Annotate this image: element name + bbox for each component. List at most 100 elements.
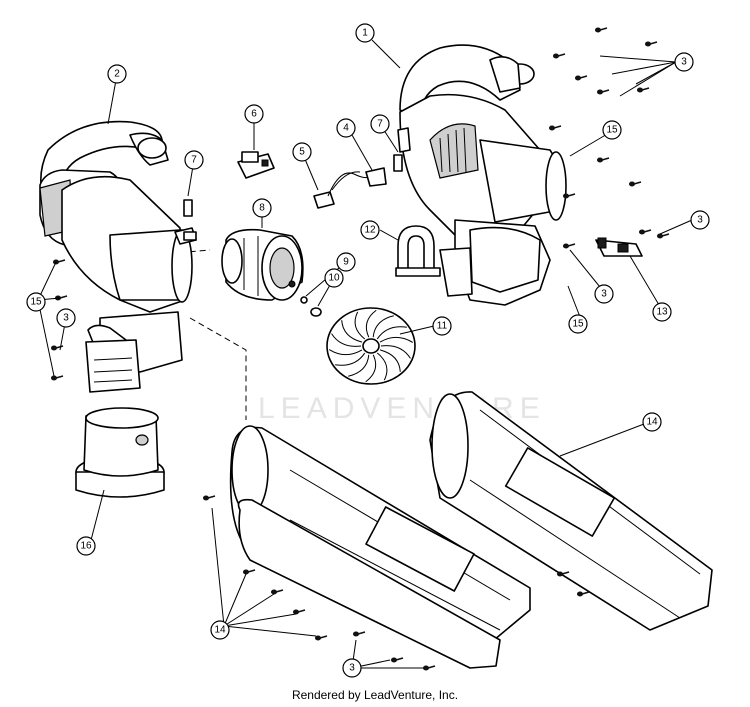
svg-text:3: 3 xyxy=(681,57,687,68)
screw-icon xyxy=(423,665,436,671)
callout-3: 3 xyxy=(690,210,710,230)
callout-3: 3 xyxy=(56,308,76,328)
screw-icon xyxy=(243,569,256,575)
svg-text:15: 15 xyxy=(572,319,584,330)
screw-icon xyxy=(597,89,610,95)
svg-text:9: 9 xyxy=(343,257,349,268)
svg-text:11: 11 xyxy=(437,321,448,332)
screw-icon xyxy=(553,53,566,59)
screw-icon xyxy=(563,193,576,199)
svg-text:2: 2 xyxy=(114,69,120,80)
callout-7: 7 xyxy=(184,150,204,170)
svg-text:1: 1 xyxy=(362,28,368,39)
screw-icon xyxy=(657,233,670,239)
credit-line: Rendered by LeadVenture, Inc. xyxy=(291,688,459,702)
callout-4-or-other: 4 xyxy=(336,118,356,138)
part-6-switch xyxy=(237,151,275,179)
screw-icon xyxy=(315,635,328,641)
callout-8: 8 xyxy=(252,198,272,218)
svg-text:12: 12 xyxy=(364,225,376,236)
screw-icon xyxy=(575,75,588,81)
fan-blade xyxy=(341,320,363,343)
part-2-left-housing xyxy=(39,120,197,393)
screw-icon xyxy=(563,243,576,249)
fan-blade xyxy=(379,336,414,343)
callout-1: 1 xyxy=(355,23,375,43)
part-14-lower-tube xyxy=(229,425,531,669)
svg-text:14: 14 xyxy=(646,417,658,428)
svg-text:4: 4 xyxy=(343,123,349,134)
fan-blade xyxy=(376,326,407,340)
callout-3: 3 xyxy=(594,284,614,304)
callout-6: 6 xyxy=(244,104,264,124)
svg-text:3: 3 xyxy=(697,215,703,226)
fan-blade xyxy=(379,349,401,372)
svg-text:13: 13 xyxy=(656,307,668,318)
part-12-u-bracket xyxy=(395,225,441,277)
callout-5: 5 xyxy=(292,142,312,162)
part-11-impeller-fan xyxy=(326,307,416,385)
part-13-switch-assembly xyxy=(595,237,643,257)
callout-13: 13 xyxy=(652,302,672,322)
svg-text:6: 6 xyxy=(251,109,257,120)
part-7-spacer-right xyxy=(393,154,403,172)
callout-14: 14 xyxy=(642,412,662,432)
part-8-motor xyxy=(221,228,304,301)
callout-16: 16 xyxy=(76,536,96,556)
fan-blade xyxy=(372,315,394,338)
callout-15: 15 xyxy=(568,314,588,334)
screws xyxy=(51,27,670,671)
screw-icon xyxy=(271,589,284,595)
svg-text:3: 3 xyxy=(63,313,69,324)
screw-icon xyxy=(549,125,562,131)
svg-text:3: 3 xyxy=(349,663,355,674)
screw-icon xyxy=(51,345,64,351)
screw-icon xyxy=(629,181,642,187)
fan-blade xyxy=(365,309,377,338)
fan-blade xyxy=(331,333,362,347)
fan-blade xyxy=(328,349,363,356)
part-10-nut xyxy=(310,307,322,317)
screw-icon xyxy=(557,571,570,577)
svg-text:8: 8 xyxy=(259,203,265,214)
svg-text:3: 3 xyxy=(601,289,607,300)
callout-12: 12 xyxy=(360,220,380,240)
screw-icon xyxy=(293,609,306,615)
svg-text:7: 7 xyxy=(191,155,197,166)
callout-3: 3 xyxy=(674,52,694,72)
part-7-spacer-left xyxy=(183,199,193,217)
callout-10: 10 xyxy=(324,268,344,288)
callout-11: 11 xyxy=(432,316,452,336)
callout-2: 2 xyxy=(107,64,127,84)
screw-icon xyxy=(51,375,64,381)
callout-15: 15 xyxy=(26,292,46,312)
svg-text:7: 7 xyxy=(377,119,383,130)
screw-icon xyxy=(391,657,404,663)
screw-icon xyxy=(595,27,608,33)
svg-text:15: 15 xyxy=(30,297,42,308)
fan-blade xyxy=(380,345,411,359)
callout-9: 9 xyxy=(336,252,356,272)
svg-text:15: 15 xyxy=(606,125,618,136)
part-14-upper-tube xyxy=(429,391,713,631)
screw-icon xyxy=(577,591,590,597)
screw-icon xyxy=(203,495,216,501)
svg-text:14: 14 xyxy=(214,625,226,636)
screw-icon xyxy=(637,87,650,93)
screw-icon xyxy=(639,229,652,235)
fan-blade xyxy=(365,354,377,383)
fan-blade xyxy=(348,354,370,377)
part-5-wire-harness xyxy=(313,167,387,209)
svg-text:10: 10 xyxy=(328,273,340,284)
callout-14: 14 xyxy=(210,620,230,640)
svg-text:16: 16 xyxy=(80,541,92,552)
callout-7: 7 xyxy=(370,114,390,134)
screw-icon xyxy=(645,41,658,47)
fan-blade xyxy=(354,311,366,340)
fan-blade xyxy=(376,352,388,381)
callout-3: 3 xyxy=(342,658,362,678)
callout-15: 15 xyxy=(602,120,622,140)
part-16-collar xyxy=(75,407,165,498)
part-9-washer xyxy=(300,296,308,304)
